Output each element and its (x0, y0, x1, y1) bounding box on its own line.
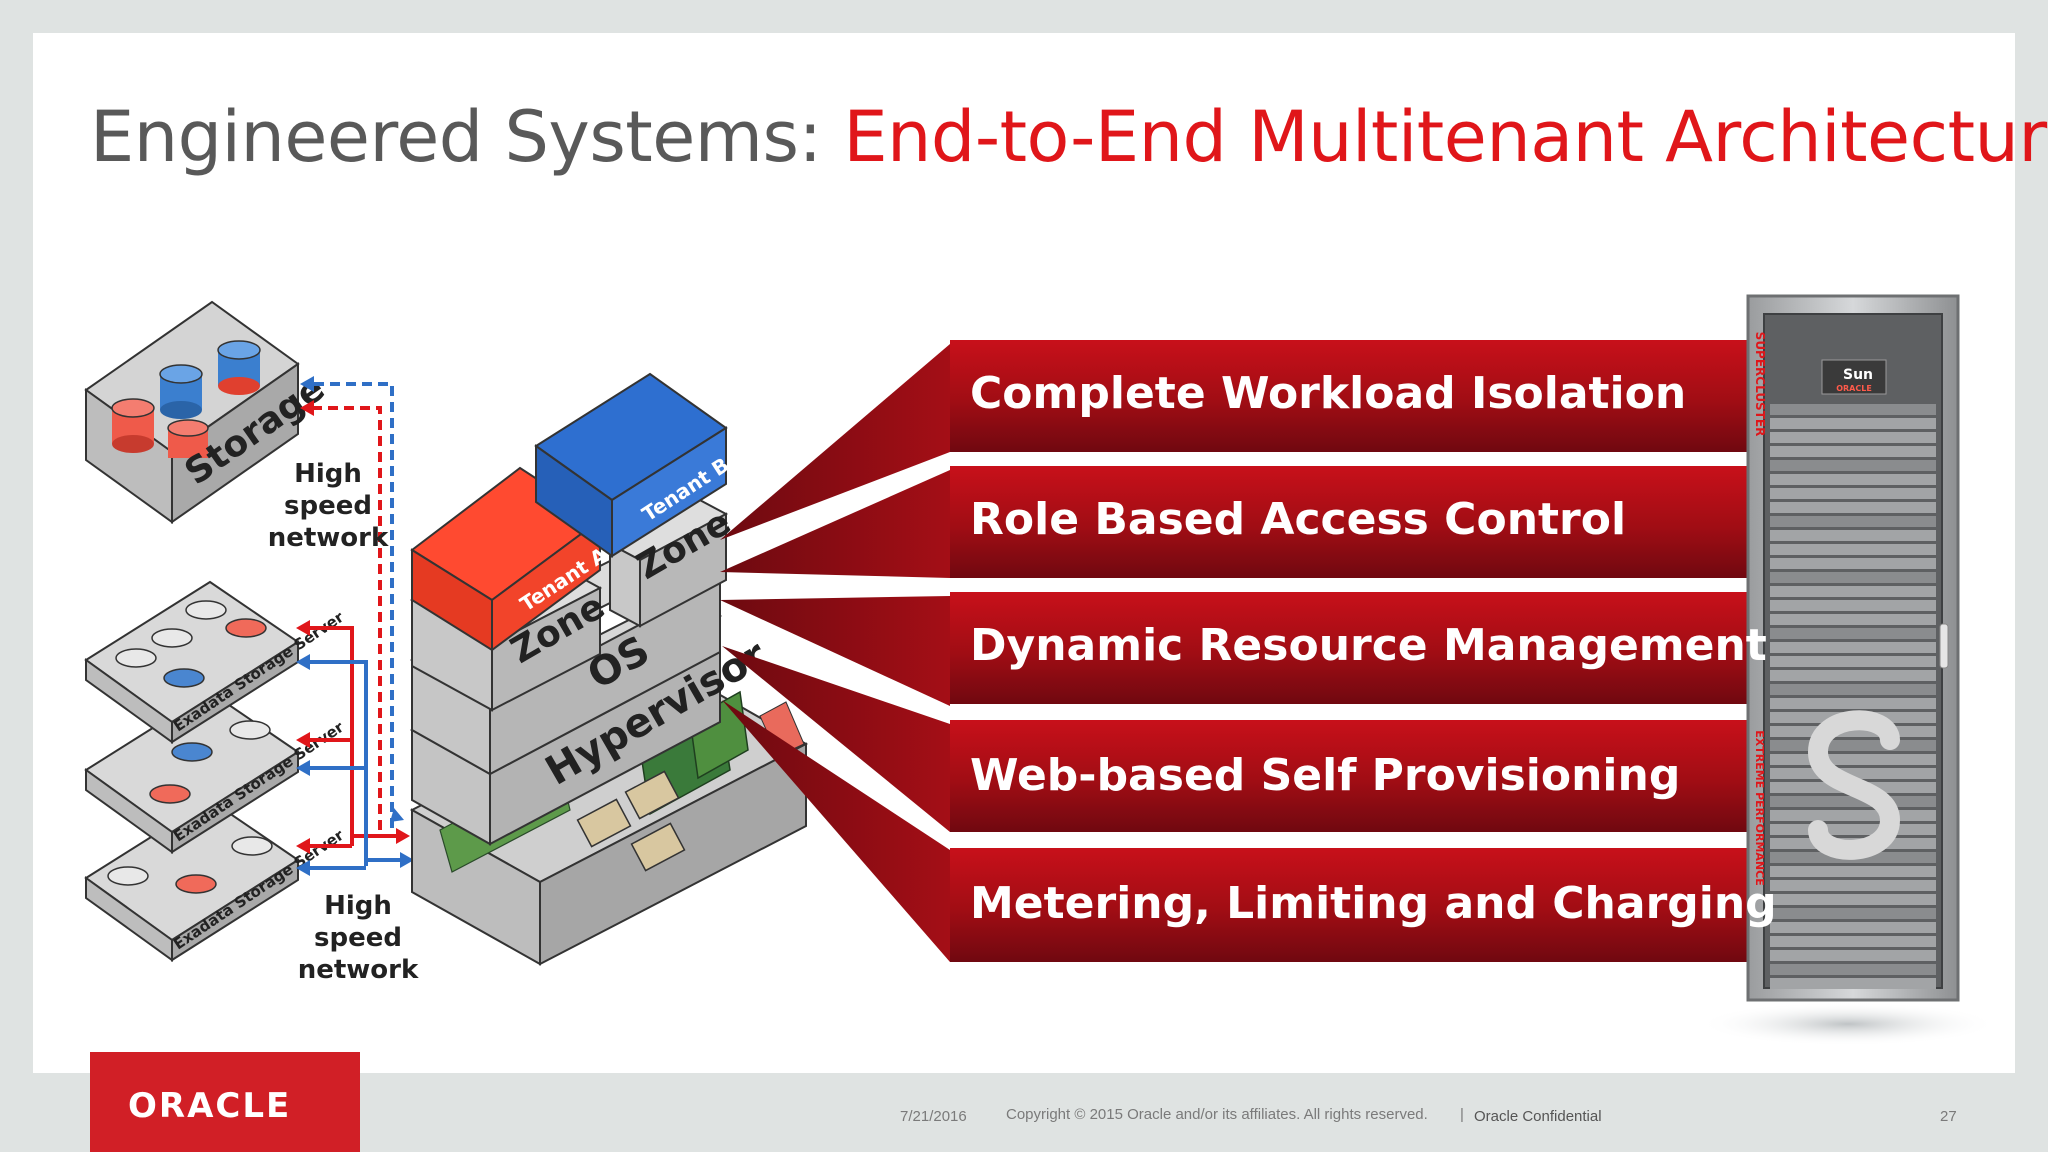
feature-band (950, 466, 1750, 578)
feature-dynamic-resource: Dynamic Resource Management (970, 620, 1767, 671)
red-link (306, 626, 354, 846)
oracle-wordmark: ORACLE (128, 1086, 292, 1126)
network-label-line: High (324, 891, 392, 921)
rack-unit (1770, 796, 1936, 807)
rack-unit (1770, 474, 1936, 485)
footer-date: 7/21/2016 (900, 1108, 967, 1125)
rack-unit (1770, 404, 1936, 415)
feature-metering: Metering, Limiting and Charging (970, 878, 1777, 929)
feature-band (950, 340, 1750, 452)
feature-band (950, 848, 1750, 962)
feature-wedges (720, 344, 950, 962)
rack-unit (1770, 964, 1936, 975)
rack-unit (1770, 978, 1936, 989)
rack-unit (1770, 516, 1936, 527)
cpu-chip-icon (576, 798, 632, 848)
rack-unit (1770, 768, 1936, 779)
rack-badge (1821, 359, 1887, 395)
rack-unit (1770, 754, 1936, 765)
storage-disk-red (167, 419, 209, 458)
rack-unit (1770, 936, 1936, 947)
rack-unit (1770, 642, 1936, 653)
rack-unit (1770, 614, 1936, 625)
rack-brand-sun: Sun (1843, 367, 1873, 383)
network-label-line: High (294, 459, 362, 489)
rack-unit (1770, 656, 1936, 667)
rack-unit (1770, 502, 1936, 513)
footer-separator: | (1460, 1106, 1464, 1123)
feature-band (950, 592, 1750, 704)
network-label-bottom: High speed network (298, 891, 419, 985)
virtualization-stack: Hypervisor OS Zone Zone Tenant A (409, 372, 809, 966)
rack-unit (1770, 824, 1936, 835)
rack-unit (1770, 446, 1936, 457)
rack-side-supercluster: SUPERCLUSTER (1753, 332, 1767, 437)
blue-link (306, 660, 368, 866)
rack-handle (1939, 623, 1949, 669)
network-arrowheads (296, 376, 414, 876)
rack-unit (1770, 432, 1936, 443)
cpu-chip-icon (630, 822, 686, 872)
rack-unit (1770, 558, 1936, 569)
dashed-blue-link (310, 382, 394, 828)
rack-unit (1770, 628, 1936, 639)
footer-copyright: Copyright © 2015 Oracle and/or its affil… (1006, 1106, 1428, 1123)
rack-unit (1770, 950, 1936, 961)
rack-unit (1770, 418, 1936, 429)
rack-unit (1770, 544, 1936, 555)
rack-unit (1770, 908, 1936, 919)
slide-title: Engineered Systems: End-to-End Multitena… (90, 96, 2048, 178)
feature-band (950, 720, 1750, 832)
rack-unit (1770, 726, 1936, 737)
storage-disk-blue (217, 340, 261, 395)
page-number: 27 (1940, 1108, 1957, 1125)
rack-unit (1770, 740, 1936, 751)
title-prefix: Engineered Systems: (90, 96, 844, 178)
network-label-line: speed (314, 923, 402, 953)
feature-bands (950, 340, 1750, 962)
rack-unit (1770, 460, 1936, 471)
rack-unit (1770, 530, 1936, 541)
rack-unit (1770, 880, 1936, 891)
rack-brand-oracle: ORACLE (1836, 384, 1872, 393)
rack-unit (1770, 572, 1936, 583)
rack-unit (1770, 488, 1936, 499)
rack-unit (1770, 600, 1936, 611)
feature-role-based-access: Role Based Access Control (970, 494, 1627, 545)
oracle-logo: ORACLE (90, 1052, 360, 1152)
rack-unit (1770, 922, 1936, 933)
cpu-chip-icon (624, 770, 680, 820)
footer-confidential: Oracle Confidential (1474, 1108, 1602, 1125)
network-label-top: High speed network (268, 459, 389, 553)
dashed-red-link (310, 406, 382, 830)
storage-disk-red (111, 398, 155, 453)
rack-unit (1770, 586, 1936, 597)
feature-self-provisioning: Web-based Self Provisioning (970, 750, 1681, 801)
rack-unit (1770, 684, 1936, 695)
rack-unit (1770, 810, 1936, 821)
rack-unit (1770, 698, 1936, 709)
storage-disk-blue (159, 364, 203, 419)
network-links (306, 382, 404, 870)
network-label-line: speed (284, 491, 372, 521)
network-label-line: network (298, 955, 419, 985)
network-label-line: network (268, 523, 389, 553)
rack-unit (1770, 866, 1936, 877)
supercluster-rack: Sun ORACLE SUPERCLUSTER EXTREME PERFORMA… (1698, 294, 1998, 1046)
rack-side-extreme: EXTREME PERFORMANCE (1753, 730, 1766, 885)
title-accent: End-to-End Multitenant Architecture (843, 96, 2048, 178)
storage-box: Storage (84, 300, 332, 524)
rack-unit (1770, 894, 1936, 905)
feature-workload-isolation: Complete Workload Isolation (970, 368, 1687, 419)
rack-unit (1770, 670, 1936, 681)
supercluster-s-logo (1807, 710, 1901, 860)
